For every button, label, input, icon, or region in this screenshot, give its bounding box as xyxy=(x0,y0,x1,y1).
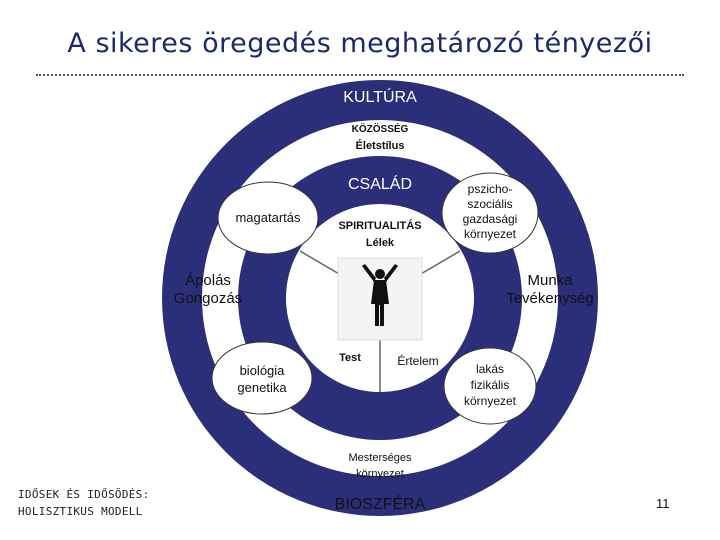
psychosocial-label-1: pszicho- xyxy=(467,182,513,196)
footer-line-1: IDŐSEK ÉS IDŐSÖDÉS: xyxy=(18,488,150,501)
footer-caption: IDŐSEK ÉS IDŐSÖDÉS: HOLISZTIKUS MODELL xyxy=(18,486,150,520)
work-label-1: Munka xyxy=(527,272,573,289)
housing-label-3: környezet xyxy=(463,394,517,408)
housing-label-2: fizikális xyxy=(470,378,510,392)
title-divider xyxy=(36,74,684,76)
psychosocial-ellipse xyxy=(441,172,539,254)
body-label: Test xyxy=(339,352,361,364)
family-label: CSALÁD xyxy=(347,176,413,193)
housing-label-1: lakás xyxy=(475,362,504,376)
page-number: 11 xyxy=(656,496,670,511)
slide-title: A sikeres öregedés meghatározó tényezői xyxy=(67,28,653,59)
care-label-2: Gongozás xyxy=(173,290,243,307)
spirituality-label: SPIRITUALITÁS xyxy=(338,220,422,232)
care-label-1: Ápolás xyxy=(185,272,231,289)
person-figure-icon xyxy=(362,264,398,326)
biology-label-2: genetika xyxy=(237,380,287,395)
culture-label: KULTÚRA xyxy=(343,89,417,106)
psychosocial-label-4: környezet xyxy=(463,227,517,241)
biology-label-1: biológia xyxy=(239,363,285,378)
biosphere-label: BIOSZFÉRA xyxy=(334,496,426,513)
psychosocial-label-3: gazdasági xyxy=(462,212,518,226)
mind-label: Értelem xyxy=(397,354,439,368)
behavior-label: magatartás xyxy=(235,210,301,225)
lifestyle-label: Életstílus xyxy=(355,140,405,152)
behavior-ellipse xyxy=(217,181,319,255)
community-label: KÖZÖSSÉG xyxy=(351,124,409,135)
footer-line-2: HOLISZTIKUS MODELL xyxy=(18,505,143,519)
biology-ellipse xyxy=(211,341,313,415)
artificial-env-label-1: Mesterséges xyxy=(348,452,412,464)
psychosocial-label-2: szociális xyxy=(467,197,513,211)
housing-ellipse xyxy=(443,347,537,425)
work-label-2: Tevékenység xyxy=(506,290,594,307)
soul-label: Lélek xyxy=(365,237,395,249)
artificial-env-label-2: környezet xyxy=(356,468,404,480)
